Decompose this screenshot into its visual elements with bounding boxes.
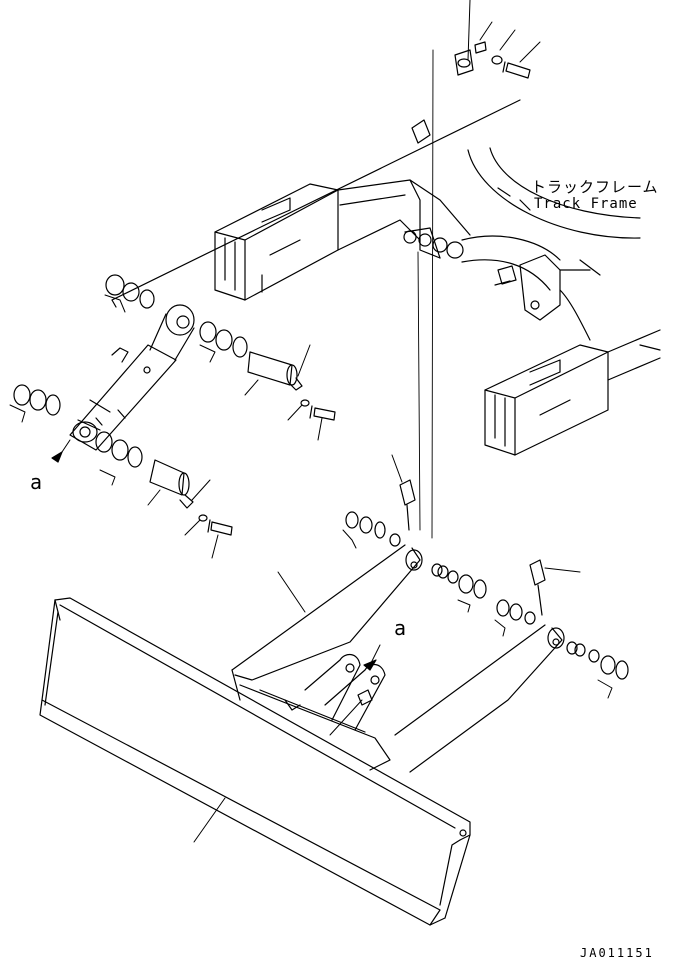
track-frame (111, 99, 661, 456)
track-frame-label-en: Track Frame (534, 196, 638, 212)
reference-a-center: a (394, 616, 407, 640)
top-hardware (411, 0, 541, 539)
cylinder-assembly (9, 274, 336, 559)
track-frame-label-jp: トラックフレーム (531, 178, 659, 196)
push-frame (231, 454, 629, 773)
reference-a-left: a (30, 470, 43, 494)
drawing-code: JA011151 (580, 946, 654, 960)
dozer-blade (39, 597, 471, 926)
